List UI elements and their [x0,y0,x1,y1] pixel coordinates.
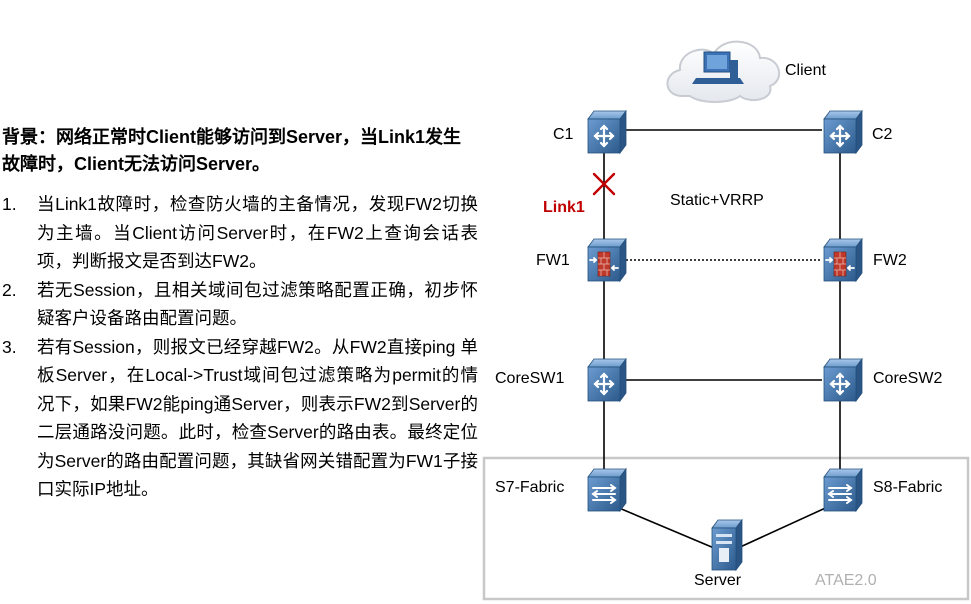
list-item: 2. 若无Session，且相关域间包过滤策略配置正确，初步怀疑客户设备路由配置… [0,276,478,333]
link-s8-server [737,504,833,549]
atae-chassis-box [482,456,970,601]
step-number: 3. [2,336,17,357]
link-failure-mark [592,172,616,196]
switch-s7-icon [587,468,627,512]
c2-label: C2 [872,126,893,143]
server-icon [711,518,743,572]
s7-fabric-label: S7-Fabric [495,479,564,496]
description-panel: 背景：网络正常时Client能够访问到Server，当Link1发生故障时，Cl… [0,124,478,504]
fw2-label: FW2 [873,252,907,269]
background-title: 背景：网络正常时Client能够访问到Server，当Link1发生故障时，Cl… [2,127,462,174]
router-c1-icon [586,109,628,155]
list-item: 1. 当Link1故障时，检查防火墙的主备情况，发现FW2切换为主墙。当Clie… [0,190,478,276]
firewall-fw1-icon [587,238,627,282]
s8-fabric-label: S8-Fabric [873,479,942,496]
fw1-label: FW1 [536,252,570,269]
step-number: 1. [2,194,17,214]
link1-label: Link1 [543,199,585,216]
client-label: Client [785,62,826,79]
step-number: 2. [2,279,17,300]
link-s7-server [611,504,715,549]
protocol-label: Static+VRRP [670,192,764,209]
firewall-fw2-icon [823,238,863,282]
client-cloud-icon [666,40,781,103]
switch-s8-icon [823,468,863,512]
links [603,129,841,549]
step-text: 若有Session，则报文已经穿越FW2。从FW2直接ping 单板Server… [37,336,478,500]
coresw1-label: CoreSW1 [495,370,564,387]
core-switch-1-icon [586,357,628,403]
atae-label: ATAE2.0 [815,572,877,589]
core-switch-2-icon [822,357,864,403]
step-text: 当Link1故障时，检查防火墙的主备情况，发现FW2切换为主墙。当Client访… [37,194,478,271]
list-item: 3. 若有Session，则报文已经穿越FW2。从FW2直接ping 单板Ser… [0,333,478,504]
steps-list: 1. 当Link1故障时，检查防火墙的主备情况，发现FW2切换为主墙。当Clie… [0,190,478,504]
c1-label: C1 [553,126,574,143]
step-text: 若无Session，且相关域间包过滤策略配置正确，初步怀疑客户设备路由配置问题。 [37,279,478,329]
coresw2-label: CoreSW2 [873,370,942,387]
server-label: Server [694,572,742,589]
router-c2-icon [822,109,864,155]
